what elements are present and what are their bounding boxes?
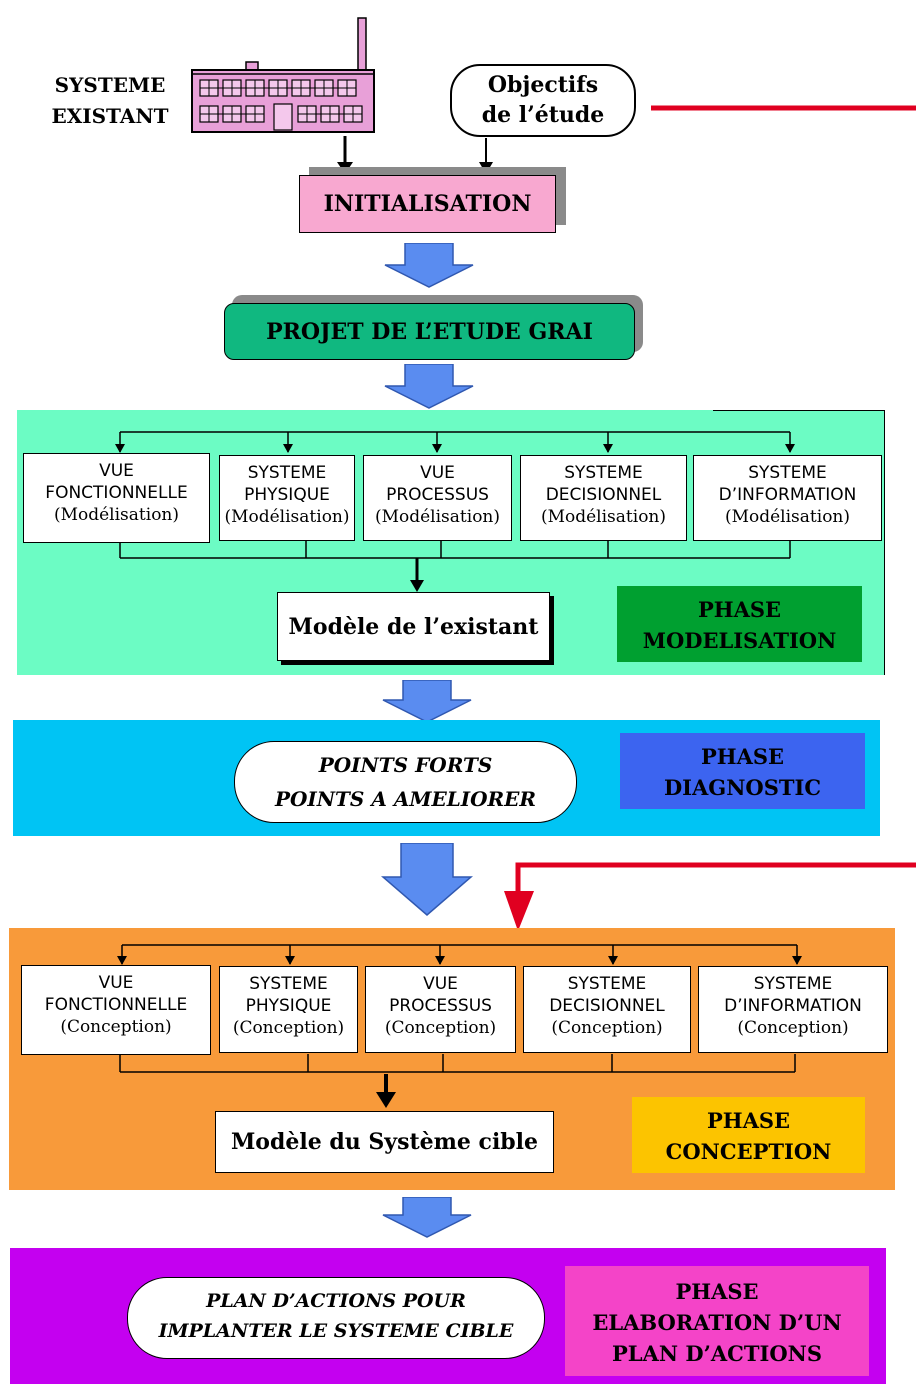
initialisation-box: INITIALISATION	[299, 175, 556, 233]
down-arrow-icon	[381, 843, 473, 916]
objectifs-oval: Objectifs de l’étude	[450, 64, 636, 137]
top-arrows	[337, 105, 916, 174]
modele-systeme-cible-box: Modèle du Système cible	[215, 1111, 554, 1173]
modele-existant-box: Modèle de l’existant	[277, 592, 550, 661]
projet-box: PROJET DE L’ETUDE GRAI	[224, 303, 635, 360]
existant-line-1: SYSTEME	[54, 73, 166, 97]
systeme-existant-label: SYSTEME EXISTANT	[40, 70, 180, 132]
objectifs-line-1: Objectifs	[487, 72, 599, 98]
down-arrow-icon	[384, 243, 474, 288]
down-arrow-icon	[382, 680, 472, 723]
down-arrow-icon	[384, 364, 474, 409]
conception-connectors	[117, 944, 802, 1108]
existant-line-2: EXISTANT	[51, 104, 169, 128]
feedback-arrow-icon	[504, 862, 916, 931]
down-arrow-icon	[382, 1197, 472, 1238]
factory-icon	[191, 17, 375, 133]
modelisation-connectors	[115, 431, 795, 592]
objectifs-line-2: de l’étude	[481, 102, 605, 128]
